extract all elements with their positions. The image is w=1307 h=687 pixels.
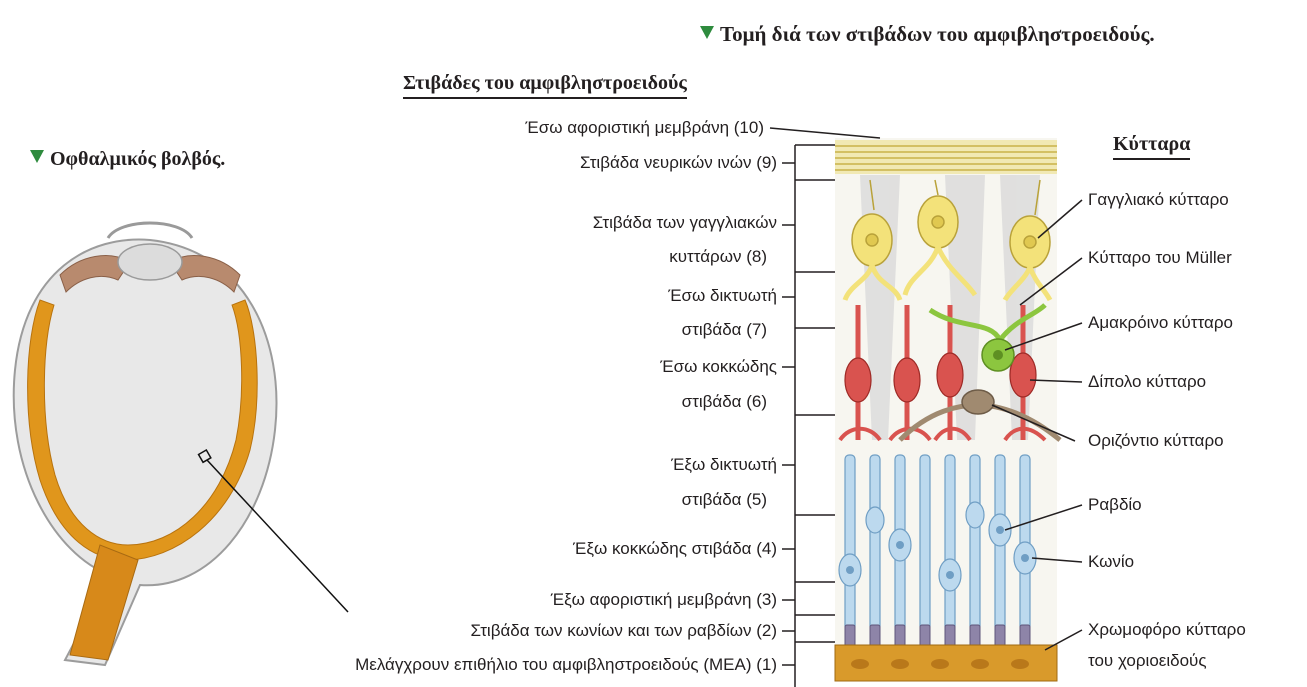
layer-label-5-line1: Έξω δικτυωτή [671,454,777,476]
cell-label-pigment-line2: του χοριοειδούς [1088,650,1207,672]
layer-label-6-line1: Έσω κοκκώδης [660,356,777,378]
layer-label-4: Έξω κοκκώδης στιβάδα (4) [573,538,777,560]
layer-label-8-line2: κυττάρων (8) [669,246,767,268]
layer-label-8-line1: Στιβάδα των γαγγλιακών [593,212,777,234]
cell-label-muller: Κύτταρο του Müller [1088,247,1232,269]
layer-label-7-line2: στιβάδα (7) [682,319,767,341]
layer-label-10: Έσω αφοριστική μεμβράνη (10) [525,117,764,139]
cell-label-cone: Κωνίο [1088,551,1134,573]
retina-section [835,138,1060,681]
layer-label-6-line2: στιβάδα (6) [682,391,767,413]
layer-label-7-line1: Έσω δικτυωτή [668,285,777,307]
cell-label-pigment-line1: Χρωμοφόρο κύτταρο [1088,619,1246,641]
cell-label-amacrine: Αμακρόινο κύτταρο [1088,312,1233,334]
cell-label-rod: Ραβδίο [1088,494,1142,516]
layer-label-1: Μελάγχρουν επιθήλιο του αμφιβληστροειδού… [355,654,777,676]
cell-label-ganglion: Γαγγλιακό κύτταρο [1088,189,1229,211]
layer-label-9: Στιβάδα νευρικών ινών (9) [580,152,777,174]
layer-label-3: Έξω αφοριστική μεμβράνη (3) [551,589,777,611]
cell-label-horizontal: Οριζόντιο κύτταρο [1088,430,1224,452]
cell-label-bipolar: Δίπολο κύτταρο [1088,371,1206,393]
eyeball-illustration [14,223,348,665]
layer-label-2: Στιβάδα των κωνίων και των ραβδίων (2) [471,620,778,642]
layer-label-5-line2: στιβάδα (5) [682,489,767,511]
